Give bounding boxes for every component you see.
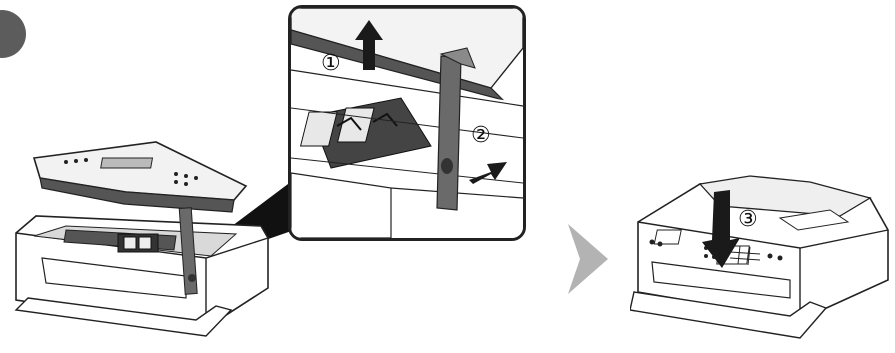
zoom-callout: ① ② — [288, 5, 526, 241]
printer-closed-illustration: ③ — [630, 170, 892, 350]
step-1-label: ① — [321, 51, 341, 76]
step-2-label: ② — [471, 123, 491, 148]
step-3-label: ③ — [738, 207, 758, 232]
chevron-right-icon — [566, 222, 610, 296]
printer-open-illustration — [6, 138, 276, 343]
zoom-labels: ① ② — [291, 8, 523, 238]
